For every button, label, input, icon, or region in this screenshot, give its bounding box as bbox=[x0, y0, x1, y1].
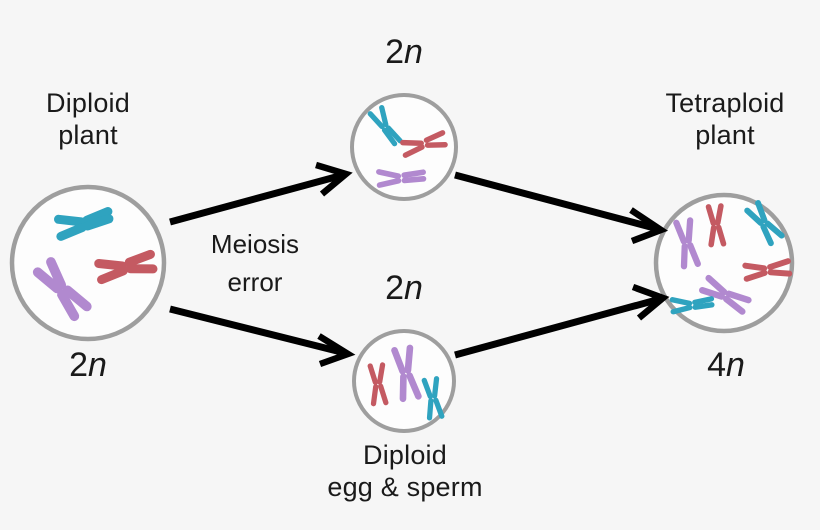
arrow-top-gamete-to-offspring bbox=[454, 171, 669, 245]
chromosome-purple-center bbox=[699, 274, 752, 315]
ploidy-number: 2 bbox=[385, 269, 404, 307]
label-ploidy-2n-parent: 2n bbox=[28, 345, 148, 385]
ploidy-number: 2 bbox=[385, 33, 404, 71]
chromosome-set bbox=[32, 207, 158, 322]
chromosome-purple bbox=[391, 344, 422, 403]
label-ploidy-2n-top: 2n bbox=[344, 32, 464, 72]
label-ploidy-2n-bottom: 2n bbox=[344, 268, 464, 308]
arrow-bottom-gamete-to-offspring bbox=[454, 283, 670, 359]
cell-tetraploid-offspring bbox=[653, 192, 795, 334]
label-diploid-plant: Diploid plant bbox=[46, 88, 130, 150]
chromosome-purple-left bbox=[673, 217, 701, 270]
chromosome-set bbox=[367, 105, 448, 188]
label-diploid-egg-sperm: Diploid egg & sperm bbox=[327, 440, 483, 502]
cell-membrane bbox=[9, 184, 167, 342]
arrow-group bbox=[169, 161, 670, 368]
chromosome-set bbox=[367, 344, 445, 421]
label-meiosis-error: Meiosis error bbox=[210, 229, 300, 297]
ploidy-variable: n bbox=[404, 269, 423, 307]
chromosome-purple bbox=[32, 257, 92, 322]
chromosome-red-upper bbox=[705, 203, 727, 248]
label-tetraploid-plant: Tetraploid plant bbox=[665, 88, 785, 150]
chromosome-red bbox=[367, 362, 389, 407]
label-ploidy-4n: 4n bbox=[666, 345, 786, 385]
cell-diploid-parent bbox=[9, 184, 167, 342]
chromosome-teal-lower bbox=[669, 296, 715, 315]
ploidy-number: 2 bbox=[69, 346, 88, 384]
chromosome-red bbox=[94, 249, 158, 285]
ploidy-number: 4 bbox=[707, 346, 726, 384]
ploidy-variable: n bbox=[88, 346, 107, 384]
arrow-parent-to-top-gamete bbox=[169, 161, 353, 226]
chromosome-teal-upper bbox=[744, 200, 785, 247]
chromosome-red bbox=[400, 130, 448, 158]
cell-unreduced-gamete-bottom bbox=[352, 329, 456, 433]
chromosome-teal bbox=[367, 105, 403, 147]
chromosome-teal bbox=[421, 376, 445, 421]
chromosome-red-right bbox=[742, 258, 793, 282]
arrow-parent-to-bottom-gamete bbox=[169, 305, 356, 368]
ploidy-variable: n bbox=[726, 346, 745, 384]
ploidy-variable: n bbox=[404, 33, 423, 71]
chromosome-purple bbox=[376, 169, 427, 188]
chromosome-teal bbox=[53, 207, 114, 241]
cell-unreduced-gamete-top bbox=[350, 93, 458, 201]
chromosome-set bbox=[669, 200, 793, 315]
